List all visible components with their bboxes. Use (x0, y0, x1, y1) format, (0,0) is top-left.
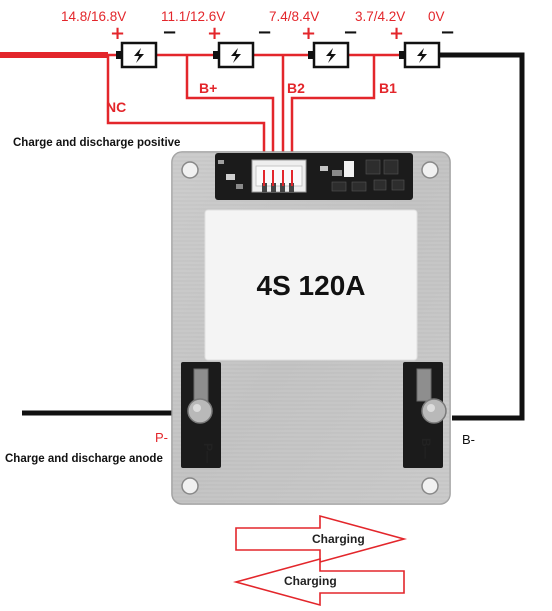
plus-sign: + (207, 23, 222, 44)
battery-cell-2 (213, 41, 255, 69)
voltage-label-2: 11.1/12.6V (161, 9, 225, 24)
lightning-bolt-icon (417, 48, 427, 63)
minus-sign: − (162, 22, 177, 43)
plus-sign: + (301, 23, 316, 44)
model-label: 4S 120A (257, 270, 366, 301)
minus-sign: − (343, 22, 358, 43)
charging-arrow-left: Charging (232, 557, 405, 607)
terminal-label-p-minus: P- (155, 430, 168, 445)
bms-board: 4S 120A P— B— (171, 151, 451, 505)
lightning-bolt-icon (326, 48, 336, 63)
charging-label-right: Charging (312, 532, 365, 546)
tap-label-b-plus: B+ (199, 80, 217, 96)
model-label-plate (204, 209, 418, 361)
balance-connector (251, 159, 307, 193)
caption-charge-positive: Charge and discharge positive (13, 137, 180, 149)
lightning-bolt-icon (134, 48, 144, 63)
plus-sign: + (110, 23, 125, 44)
polarity-signs: + − + − + − + − (110, 22, 455, 44)
smd-components (218, 159, 405, 192)
caption-charge-anode: Charge and discharge anode (5, 453, 163, 465)
tap-b1-wire (290, 55, 376, 185)
tap-label-b2: B2 (287, 80, 305, 96)
tap-b-plus-wire (185, 55, 275, 185)
voltage-label-4: 3.7/4.2V (355, 9, 405, 24)
battery-cell-3 (308, 41, 350, 69)
voltage-labels: 14.8/16.8V 11.1/12.6V 7.4/8.4V 3.7/4.2V … (61, 9, 445, 24)
plus-sign: + (389, 23, 404, 44)
battery-cell-1 (116, 41, 158, 69)
terminal-b-minus-pad: B— (403, 362, 447, 468)
pad-label-p: P— (201, 443, 215, 463)
terminal-p-minus-pad: P— (181, 362, 221, 468)
tap-label-b1: B1 (379, 80, 397, 96)
b-minus-wire (440, 52, 525, 421)
pcb-top-strip (215, 153, 413, 200)
charging-arrow-right: Charging (235, 514, 408, 564)
lightning-bolt-icon (231, 48, 241, 63)
wires (0, 52, 525, 421)
minus-sign: − (440, 22, 455, 43)
charging-label-left: Charging (284, 574, 337, 588)
tap-label-nc: NC (106, 99, 126, 115)
terminal-label-b-minus: B- (462, 432, 475, 447)
voltage-label-3: 7.4/8.4V (269, 9, 319, 24)
minus-sign: − (257, 22, 272, 43)
battery-cell-4 (399, 41, 441, 69)
voltage-label-5: 0V (428, 9, 445, 24)
tap-labels: NC B+ B2 B1 (106, 80, 397, 115)
voltage-label-1: 14.8/16.8V (61, 9, 126, 24)
mounting-holes (181, 161, 439, 495)
pad-label-b: B— (419, 438, 433, 459)
